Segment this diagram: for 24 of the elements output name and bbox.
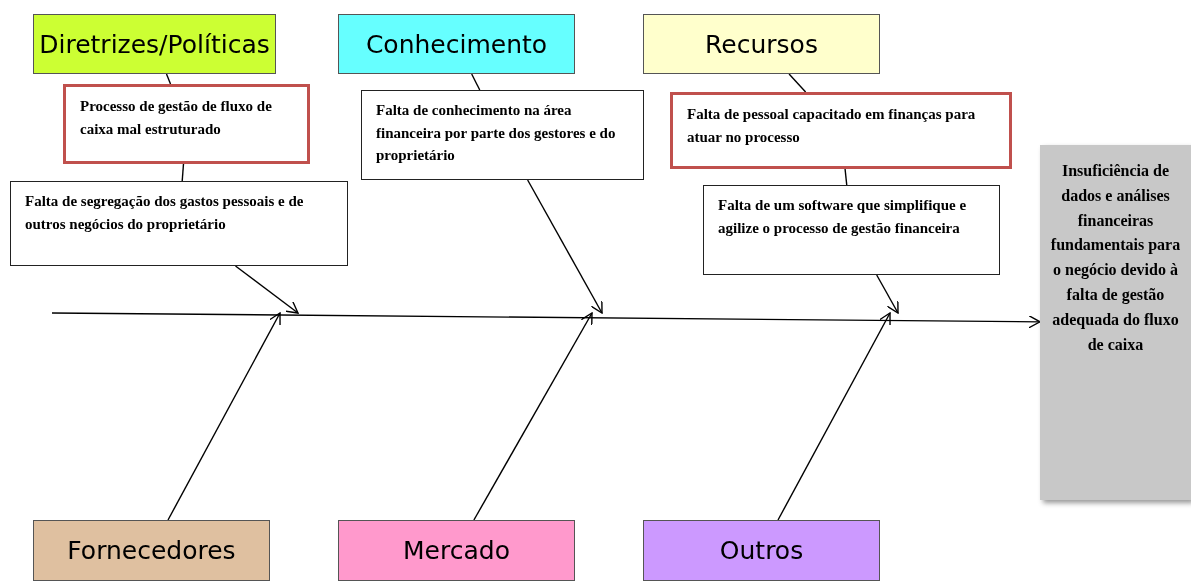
connector-line <box>470 73 481 91</box>
connector-line <box>165 73 172 85</box>
category-box: Recursos <box>643 14 880 74</box>
category-box: Mercado <box>338 520 575 581</box>
cause-box: Falta de segregação dos gastos pessoais e de outros negócios do proprietário <box>10 181 348 266</box>
connector-line <box>788 73 807 93</box>
arrow <box>876 274 899 314</box>
arrow <box>51 312 1041 329</box>
arrow <box>777 312 891 521</box>
effect-box: Insuficiência de dados e análises financeiras fundamentais para o negócio devido à falta de gestão adequada do fluxo de caixa <box>1040 145 1191 500</box>
connector-line <box>181 163 185 182</box>
arrow <box>473 312 593 521</box>
connector-line <box>844 168 848 186</box>
category-box: Diretrizes/Políticas <box>33 14 276 74</box>
cause-box: Falta de pessoal capacitado em finanças para atuar no processo <box>670 92 1012 169</box>
category-box: Outros <box>643 520 880 581</box>
category-box: Conhecimento <box>338 14 575 74</box>
arrow <box>234 265 299 314</box>
cause-box: Falta de conhecimento na área financeira por parte dos gestores e do proprietário <box>361 90 644 180</box>
cause-box: Processo de gestão de fluxo de caixa mal estruturado <box>63 84 310 164</box>
arrow <box>167 312 281 521</box>
cause-box: Falta de um software que simplifique e agilize o processo de gestão financeira <box>703 185 1000 275</box>
category-box: Fornecedores <box>33 520 270 581</box>
arrow <box>526 179 603 314</box>
